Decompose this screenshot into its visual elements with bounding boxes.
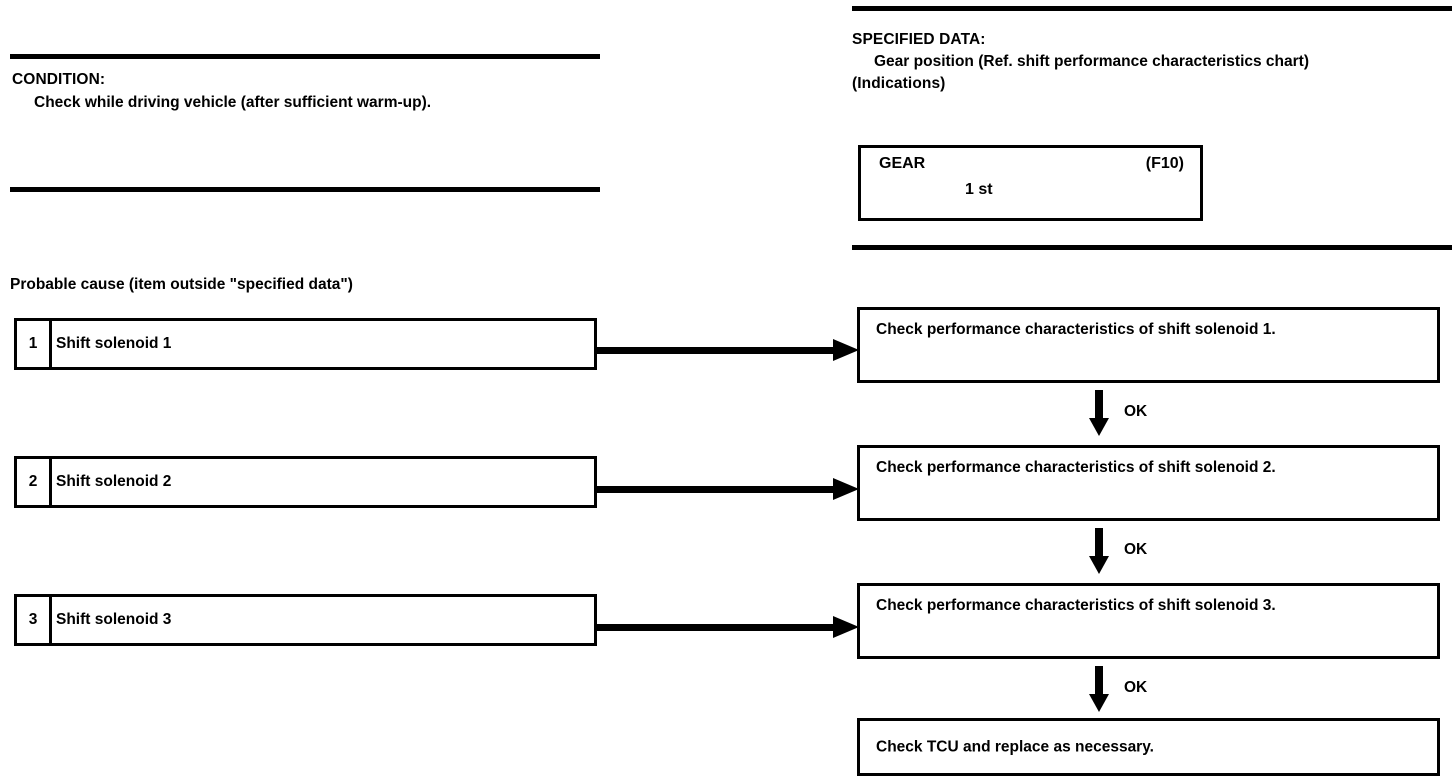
gear-display-title: GEAR [879,155,926,172]
flow-arrow-right-2 [597,478,859,500]
flow-label-ok-1: OK [1124,403,1148,420]
cause-label-3: Shift solenoid 3 [56,611,172,628]
left-column: CONDITION: Check while driving vehicle (… [0,0,620,778]
gear-display-box: GEAR (F10) 1 st [858,145,1203,221]
arrow-shaft [597,624,835,631]
specified-data-top-rule [852,6,1452,11]
action-box-4[interactable]: Check TCU and replace as necessary. [857,718,1440,776]
arrow-head-icon [833,478,859,500]
flow-arrow-down-2 [1089,528,1109,574]
flow-label-ok-2: OK [1124,541,1148,558]
condition-top-rule [10,54,600,59]
cause-box-1[interactable]: 1 Shift solenoid 1 [14,318,597,370]
action-text-1: Check performance characteristics of shi… [876,321,1276,338]
cause-number-2: 2 [17,459,52,505]
action-text-2: Check performance characteristics of shi… [876,459,1276,476]
arrow-head-icon [833,339,859,361]
arrow-shaft [1095,666,1103,696]
arrow-shaft [597,486,835,493]
specified-data-bottom-rule [852,245,1452,250]
condition-body: Check while driving vehicle (after suffi… [34,94,432,112]
flow-label-ok-3: OK [1124,679,1148,696]
cause-box-2[interactable]: 2 Shift solenoid 2 [14,456,597,508]
arrow-head-icon [1089,418,1109,436]
action-text-4: Check TCU and replace as necessary. [876,738,1154,756]
arrow-head-icon [1089,556,1109,574]
action-box-2[interactable]: Check performance characteristics of shi… [857,445,1440,521]
specified-data-heading: SPECIFIED DATA: [852,31,986,48]
gear-display-header: GEAR (F10) [879,155,1184,173]
cause-number-1: 1 [17,321,52,367]
action-box-3[interactable]: Check performance characteristics of shi… [857,583,1440,659]
cause-number-3: 3 [17,597,52,643]
right-column: SPECIFIED DATA: Gear position (Ref. shif… [840,0,1456,778]
action-text-3: Check performance characteristics of shi… [876,597,1276,614]
condition-heading: CONDITION: [12,71,106,88]
action-box-1[interactable]: Check performance characteristics of shi… [857,307,1440,383]
arrow-shaft [1095,528,1103,558]
probable-cause-title: Probable cause (item outside "specified … [10,276,353,293]
gear-display-value: 1 st [965,181,993,198]
cause-label-1: Shift solenoid 1 [56,335,172,352]
arrow-head-icon [833,616,859,638]
cause-label-2: Shift solenoid 2 [56,473,172,490]
flow-arrow-right-3 [597,616,859,638]
specified-data-block: SPECIFIED DATA: Gear position (Ref. shif… [852,30,1447,94]
indications-label: (Indications) [852,74,946,92]
condition-bottom-rule [10,187,600,192]
arrow-shaft [1095,390,1103,420]
arrow-shaft [597,347,835,354]
condition-block: CONDITION: Check while driving vehicle (… [12,70,592,114]
cause-box-3[interactable]: 3 Shift solenoid 3 [14,594,597,646]
flow-arrow-down-3 [1089,666,1109,712]
flow-arrow-down-1 [1089,390,1109,436]
flow-arrow-right-1 [597,339,859,361]
arrow-head-icon [1089,694,1109,712]
gear-display-code: (F10) [1145,155,1184,172]
specified-data-body: Gear position (Ref. shift performance ch… [874,53,1309,71]
